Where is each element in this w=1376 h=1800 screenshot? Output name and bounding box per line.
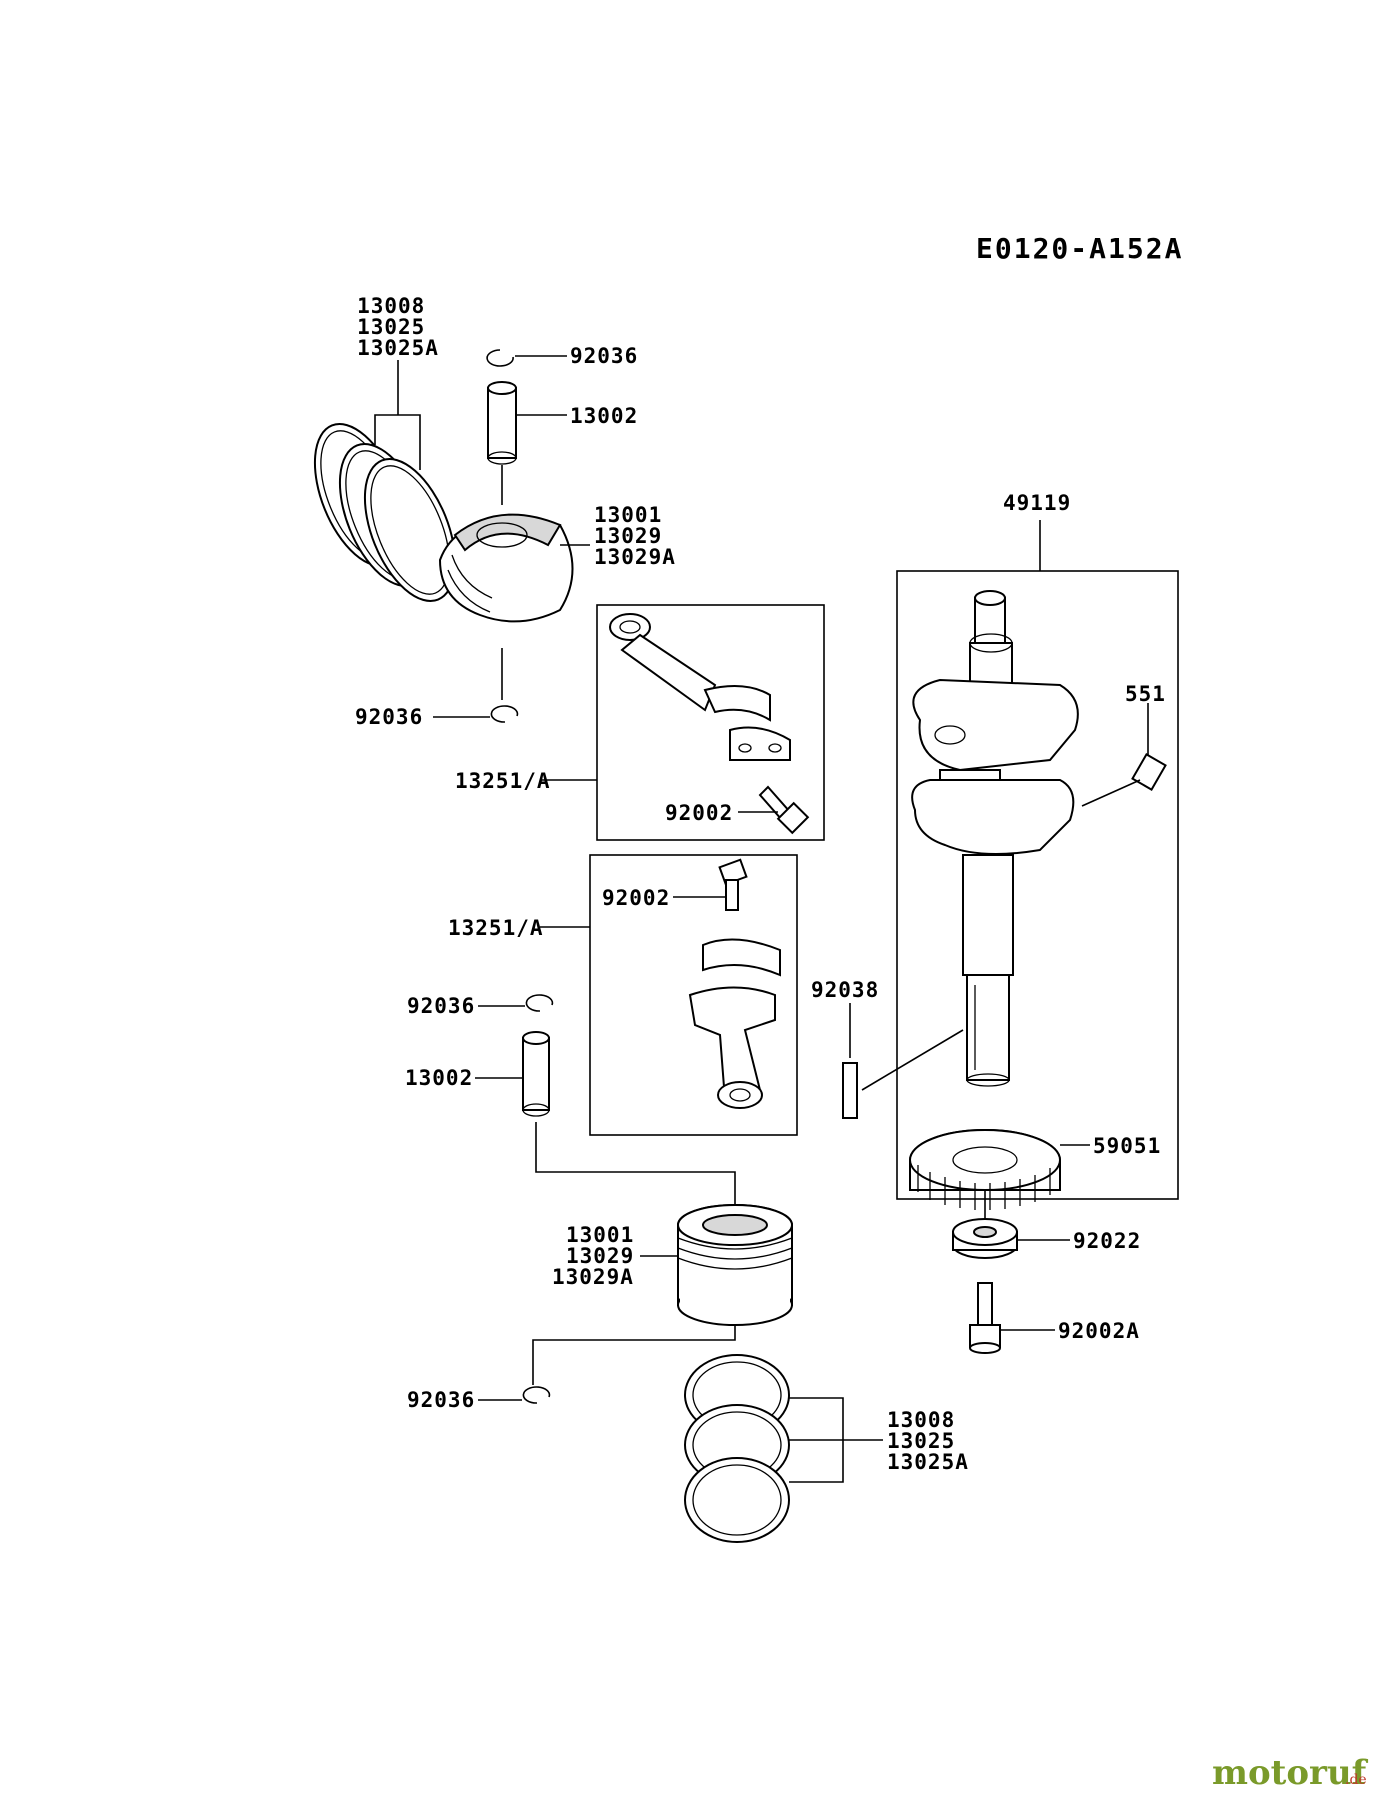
label-rod-bottom: 13251/A [448,916,544,940]
watermark-logo: motoruf .de [1212,1753,1369,1793]
label-piston-bottom: 13001 13029 13029A [552,1223,648,1289]
label-clip-mid: 92036 [355,705,423,729]
label-rings-top: 13008 13025 13025A [357,294,439,360]
connecting-rod-top [609,613,791,761]
svg-text:motoruf: motoruf [1212,1753,1369,1793]
rod-bolt-mid [718,858,748,911]
crank-box [896,570,1179,1200]
piston-pin-top [487,381,517,465]
label-bolt-top: 92002 [665,801,733,825]
connecting-rod-bottom [688,938,781,1109]
label-clip-bottom: 92036 [407,1388,475,1412]
label-bolt-crank: 92002A [1058,1319,1140,1343]
label-piston-top: 13001 13029 13029A [594,503,676,569]
label-crank: 49119 [1003,491,1071,515]
label-rod-top: 13251/A [455,769,551,793]
label-clip-top: 92036 [570,344,638,368]
label-clip-left2: 92036 [407,994,475,1018]
circlip-bottom [522,1386,551,1404]
piston-bottom [677,1204,793,1326]
svg-text:.de: .de [1345,1772,1367,1788]
label-pin-top: 13002 [570,404,638,428]
piston-pin-bottom [522,1031,550,1117]
circlip-mid [490,705,519,723]
label-key-92038: 92038 [811,978,879,1002]
rod-box-bottom [589,854,798,1136]
label-rings-bottom: 13008 13025 13025A [887,1408,969,1474]
label-key-551: 551 [1125,682,1166,706]
circlip-top [486,349,514,367]
piston-top [438,513,574,623]
crankshaft [911,590,1079,1087]
piston-rings-top [313,423,457,602]
rod-bolt-top [758,785,810,835]
circlip-left2 [525,994,554,1012]
rod-box-top [596,604,825,841]
crank-bolt-92002a [969,1282,1001,1354]
crank-gear [909,1129,1061,1210]
label-washer: 92022 [1073,1229,1141,1253]
key-92038 [842,1062,858,1119]
key-551 [1131,753,1167,791]
piston-rings-bottom [684,1354,790,1543]
label-pin-bottom: 13002 [405,1066,473,1090]
diagram-code: E0120-A152A [976,232,1183,265]
washer-92022 [952,1218,1018,1259]
label-bolt-mid: 92002 [602,886,670,910]
label-gear: 59051 [1093,1134,1161,1158]
